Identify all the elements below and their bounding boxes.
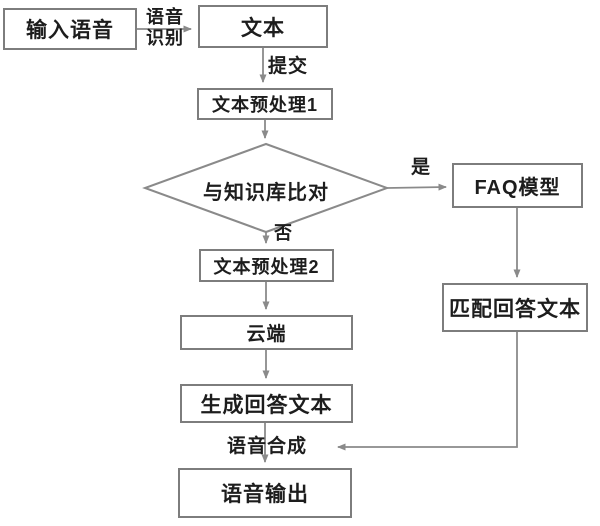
edge-decision-yes-to-faq <box>386 183 447 191</box>
edge-label-submit: 提交 <box>268 56 309 77</box>
node-cloud: 云端 <box>180 315 353 350</box>
node-text-preprocess-1: 文本预处理1 <box>197 88 333 120</box>
node-generate-answer-text: 生成回答文本 <box>180 384 353 423</box>
node-input-speech: 输入语音 <box>3 8 137 50</box>
edge-label-speech-synthesis: 语音合成 <box>227 436 308 457</box>
edge-label-no: 否 <box>274 223 293 243</box>
edge-label-yes: 是 <box>411 157 432 178</box>
node-speech-output: 语音输出 <box>178 468 352 518</box>
edge-match-to-synthesis <box>337 332 518 451</box>
node-text: 文本 <box>198 5 328 48</box>
node-faq-model: FAQ模型 <box>452 163 583 208</box>
edge-label-speech-recognition: 语音 识别 <box>146 7 184 48</box>
node-compare-knowledge-base-label: 与知识库比对 <box>203 182 329 204</box>
node-match-answer-text: 匹配回答文本 <box>442 283 588 332</box>
node-text-preprocess-2: 文本预处理2 <box>199 249 334 282</box>
